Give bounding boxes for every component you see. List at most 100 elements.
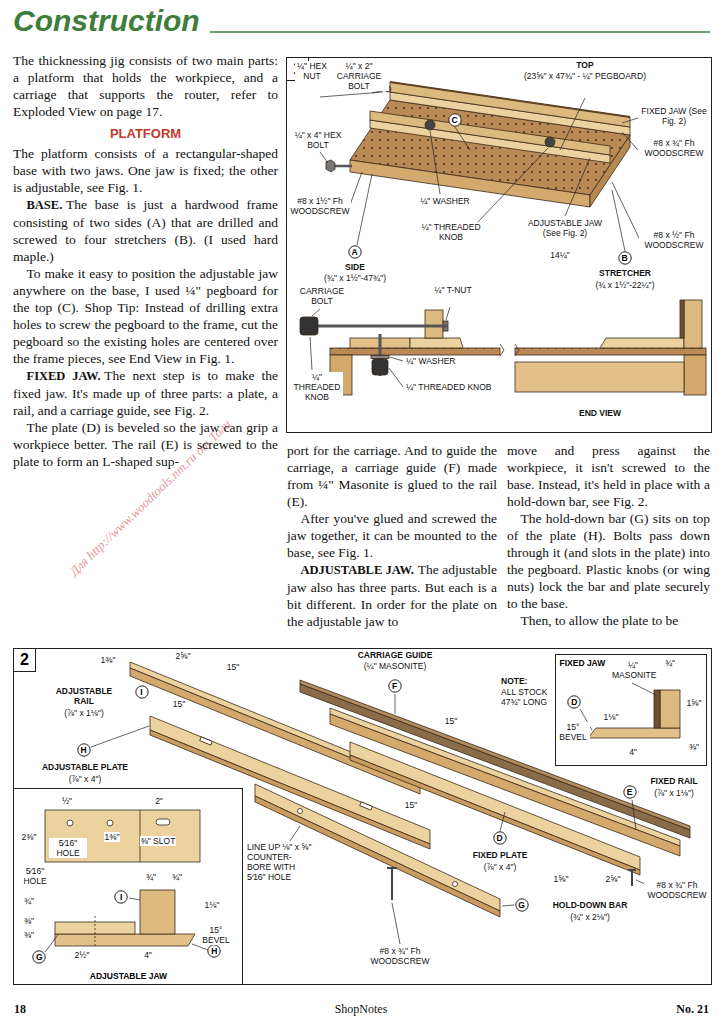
leader-line <box>310 90 640 387</box>
fixed-jaw-detail-part <box>654 690 660 728</box>
title-rule <box>210 32 710 33</box>
leader-line-part <box>430 131 440 194</box>
adjustable-jaw-detail-part <box>156 819 170 825</box>
part-name: END VIEW <box>578 408 622 418</box>
part-name: HOLD-DOWN BAR <box>552 900 629 910</box>
part-label: 15" <box>226 662 240 672</box>
platform-drawing-part <box>390 82 630 117</box>
part-label: #8 x 1½" Fh WOODSCREW <box>289 196 351 216</box>
end-view-drawing-part <box>515 362 684 392</box>
body-text: move and press against the workpiece, it… <box>507 443 710 509</box>
paragraph: ADJUSTABLE JAW.The adjustable jaw also h… <box>287 561 497 630</box>
adjustable-jaw-detail-part <box>55 934 195 946</box>
leader-line-part <box>632 683 656 695</box>
leader-line-part <box>446 307 450 320</box>
part-label: ¼" WASHER <box>405 356 456 366</box>
paragraph: PLATFORM <box>13 125 278 142</box>
leader-line-part <box>392 903 400 944</box>
leader-line-part <box>320 152 328 163</box>
page-title: Construction <box>13 4 200 38</box>
jaw-parts-drawing-part <box>298 809 303 814</box>
part-label: ¾" <box>664 658 676 668</box>
run-in-head: BASE. <box>27 198 63 212</box>
end-view-drawing-part <box>330 348 500 355</box>
body-text: To make it easy to position the adjustab… <box>13 266 278 366</box>
callout-letter: C <box>448 113 462 127</box>
jaw-parts-drawing-part <box>330 708 680 846</box>
callout-letter: I <box>114 890 128 904</box>
callout-circle <box>515 898 527 910</box>
part-label: 1⅜" <box>104 832 121 842</box>
part-name: SIDE <box>344 262 366 272</box>
paragraph: The hold-down bar (G) sits on top of the… <box>507 510 710 612</box>
paragraph: Then, to allow the plate to be <box>507 612 710 629</box>
part-label: 14¼" <box>549 250 571 260</box>
paragraph: The platform consists of a rectangular-s… <box>13 145 278 196</box>
adjustable-jaw-detail-part <box>107 820 113 826</box>
part-label: 1⅝" <box>686 698 703 708</box>
leader-line-part <box>389 368 403 387</box>
fixed-jaw-detail-part <box>660 690 680 728</box>
end-view-drawing-part <box>684 355 706 395</box>
body-text: The hold-down bar (G) sits on top of the… <box>507 511 710 611</box>
adjustable-jaw-detail-part <box>95 916 96 946</box>
end-view-drawing-part <box>680 300 684 338</box>
callout-letter: E <box>623 785 637 799</box>
paragraph: The thicknessing jig consists of two mai… <box>13 52 278 120</box>
leader-line-part <box>350 172 362 205</box>
part-label: 2⅝" <box>175 651 192 661</box>
end-view-drawing <box>300 300 706 395</box>
part-label: ¼" WASHER <box>419 196 470 206</box>
part-label: 1⅜" <box>100 655 117 665</box>
part-label: ¼" HEX NUT <box>295 61 329 81</box>
body-text: port for the carriage. And to guide the … <box>287 443 497 509</box>
part-label: (⅞" x 1⅛") <box>653 788 695 798</box>
callout-letter-text: A <box>351 247 357 257</box>
part-label: #8 x ¾" Fh WOODSCREW <box>639 138 709 158</box>
paragraph: To make it easy to position the adjustab… <box>13 265 278 367</box>
body-text: After you've glued and screwed the jaw t… <box>287 511 497 560</box>
part-label: 15" <box>404 800 418 810</box>
run-in-head: FIXED JAW. <box>27 369 101 383</box>
jaw-parts-drawing-part <box>350 755 640 875</box>
part-label: (¾ x 1½"-22¼") <box>595 280 656 290</box>
end-view-drawing-part <box>371 356 389 359</box>
callout-circle <box>618 251 630 263</box>
leader-line-part <box>395 694 396 714</box>
part-label: 1⅛" <box>204 900 221 910</box>
end-view-drawing-part <box>372 359 388 375</box>
part-label: 4" <box>628 747 638 757</box>
leader-line-part <box>622 118 638 123</box>
paragraph: move and press against the workpiece, it… <box>507 442 710 510</box>
end-view-drawing-part <box>684 300 702 348</box>
part-label: 5⁄16" HOLE <box>49 838 87 858</box>
callout-circle <box>348 245 360 257</box>
callout-letter-text: C <box>451 115 457 125</box>
part-label: ⅜" <box>23 930 35 940</box>
platform-drawing-part <box>425 120 435 130</box>
body-text: The thicknessing jig consists of two mai… <box>13 53 278 119</box>
text-column: move and press against the workpiece, it… <box>507 442 710 629</box>
leader-line-part <box>129 898 140 900</box>
part-label: ¼" MASONITE <box>611 660 655 680</box>
paragraph: The plate (D) is beveled so the jaw can … <box>13 419 278 470</box>
leader-line-part <box>357 174 372 245</box>
callout-circle <box>448 113 460 125</box>
part-label: 2⅝" <box>605 874 622 884</box>
platform-drawing <box>326 82 630 207</box>
callout-letter: G <box>515 898 529 912</box>
platform-drawing-part <box>350 160 590 207</box>
page-footer: ShopNotes <box>334 1002 389 1016</box>
part-label: #8 x ¾" Fh WOODSCREW <box>644 880 710 900</box>
jaw-parts-drawing-part <box>330 714 680 856</box>
part-label: 2⅜" <box>21 832 38 842</box>
text-column: port for the carriage. And to guide the … <box>287 442 497 630</box>
page-footer: 18 <box>13 1002 27 1016</box>
callout-circle <box>623 785 635 797</box>
end-view-drawing-part <box>500 344 519 356</box>
callout-letter: F <box>388 679 402 693</box>
leader-line-part <box>390 357 403 361</box>
part-label: (¼" MASONITE) <box>363 661 428 671</box>
paragraph: FIXED JAW.The next step is to make the f… <box>13 367 278 419</box>
